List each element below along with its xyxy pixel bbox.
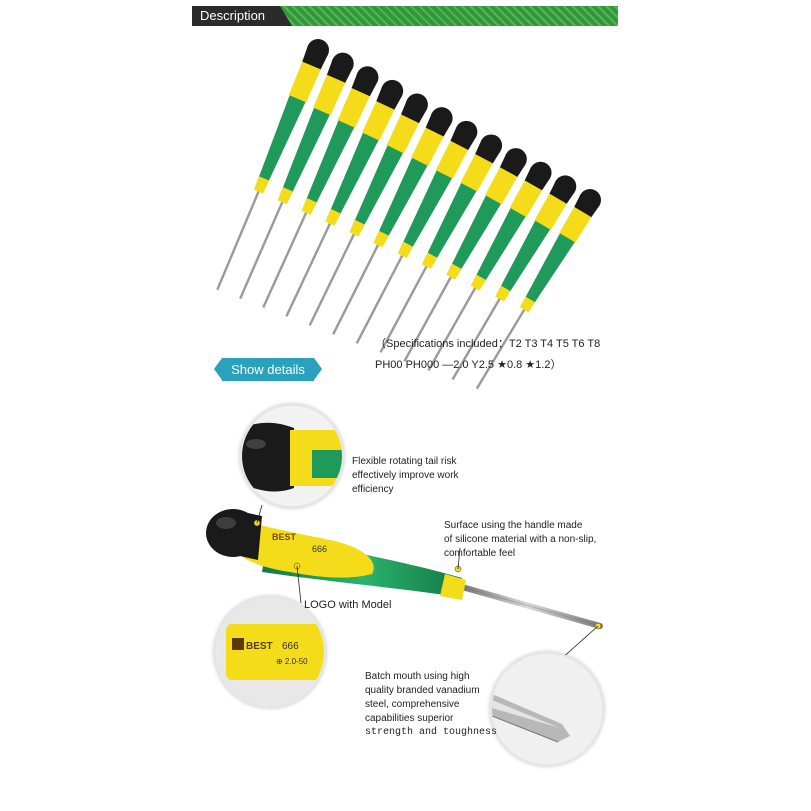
fan-screwdriver [475, 189, 601, 390]
fan-screwdriver [332, 107, 453, 335]
tail-callout: Flexible rotating tail risk effectively … [352, 455, 459, 497]
tail-callout-line: efficiency [352, 484, 394, 495]
handle-callout: Surface using the handle made of silicon… [444, 519, 596, 561]
fan-screwdriver [451, 175, 577, 381]
logo-callout: LOGO with Model [304, 598, 391, 612]
tail-zoom-circle [240, 404, 344, 508]
handle-callout-line: comfortable feel [444, 548, 516, 559]
tail-callout-line: Flexible rotating tail risk [352, 456, 457, 467]
screwdriver-fan [216, 39, 601, 390]
description-label: Description [200, 8, 266, 23]
tip-callout-line: strength and toughness [365, 727, 498, 738]
detail-screwdriver: BEST 666 [206, 504, 603, 661]
fan-screwdriver [308, 93, 428, 326]
spec-line-1: （Specifications included：T2 T3 T4 T5 T6 … [375, 338, 601, 350]
zoom-model-text: 666 [282, 641, 299, 652]
show-details-badge: Show details [214, 358, 322, 381]
zoom-size-text: ⊕ 2.0-50 [276, 657, 308, 666]
logo-callout-line: LOGO with Model [304, 599, 392, 611]
tail-callout-line: effectively improve work [352, 470, 459, 481]
fan-screwdriver [239, 52, 354, 300]
fan-screwdriver [355, 120, 478, 344]
handle-callout-line: of silicone material with a non-slip, [444, 534, 597, 545]
tip-callout: Batch mouth using high quality branded v… [365, 670, 497, 740]
logo-zoom-circle: BEST 666 ⊕ 2.0-50 [214, 596, 326, 708]
fan-screwdriver [379, 134, 503, 353]
show-details-label: Show details [231, 362, 305, 377]
handle-callout-line: Surface using the handle made [444, 520, 583, 531]
spec-line-2: PH00 PH000 —2.0 Y2.5 ★0.8 ★1.2） [375, 359, 562, 371]
description-tab: Description [192, 6, 292, 26]
zoom-brand-text: BEST [246, 641, 273, 652]
fan-screwdriver [427, 161, 552, 372]
specifications-text: （Specifications included：T2 T3 T4 T5 T6 … [375, 334, 635, 376]
tip-zoom-circle [490, 652, 604, 766]
detail-model-text: 666 [312, 544, 327, 554]
fan-screwdriver [403, 148, 527, 362]
fan-screwdriver [285, 79, 404, 317]
tip-callout-line: steel, comprehensive [365, 699, 460, 710]
tip-callout-line: capabilities superior [365, 713, 454, 724]
fan-screwdriver [262, 66, 379, 308]
tip-callout-line: Batch mouth using high [365, 671, 470, 682]
description-banner [192, 6, 618, 26]
detail-brand-text: BEST [272, 532, 297, 542]
tip-callout-line: quality branded vanadium [365, 685, 480, 696]
fan-screwdriver [216, 39, 329, 291]
